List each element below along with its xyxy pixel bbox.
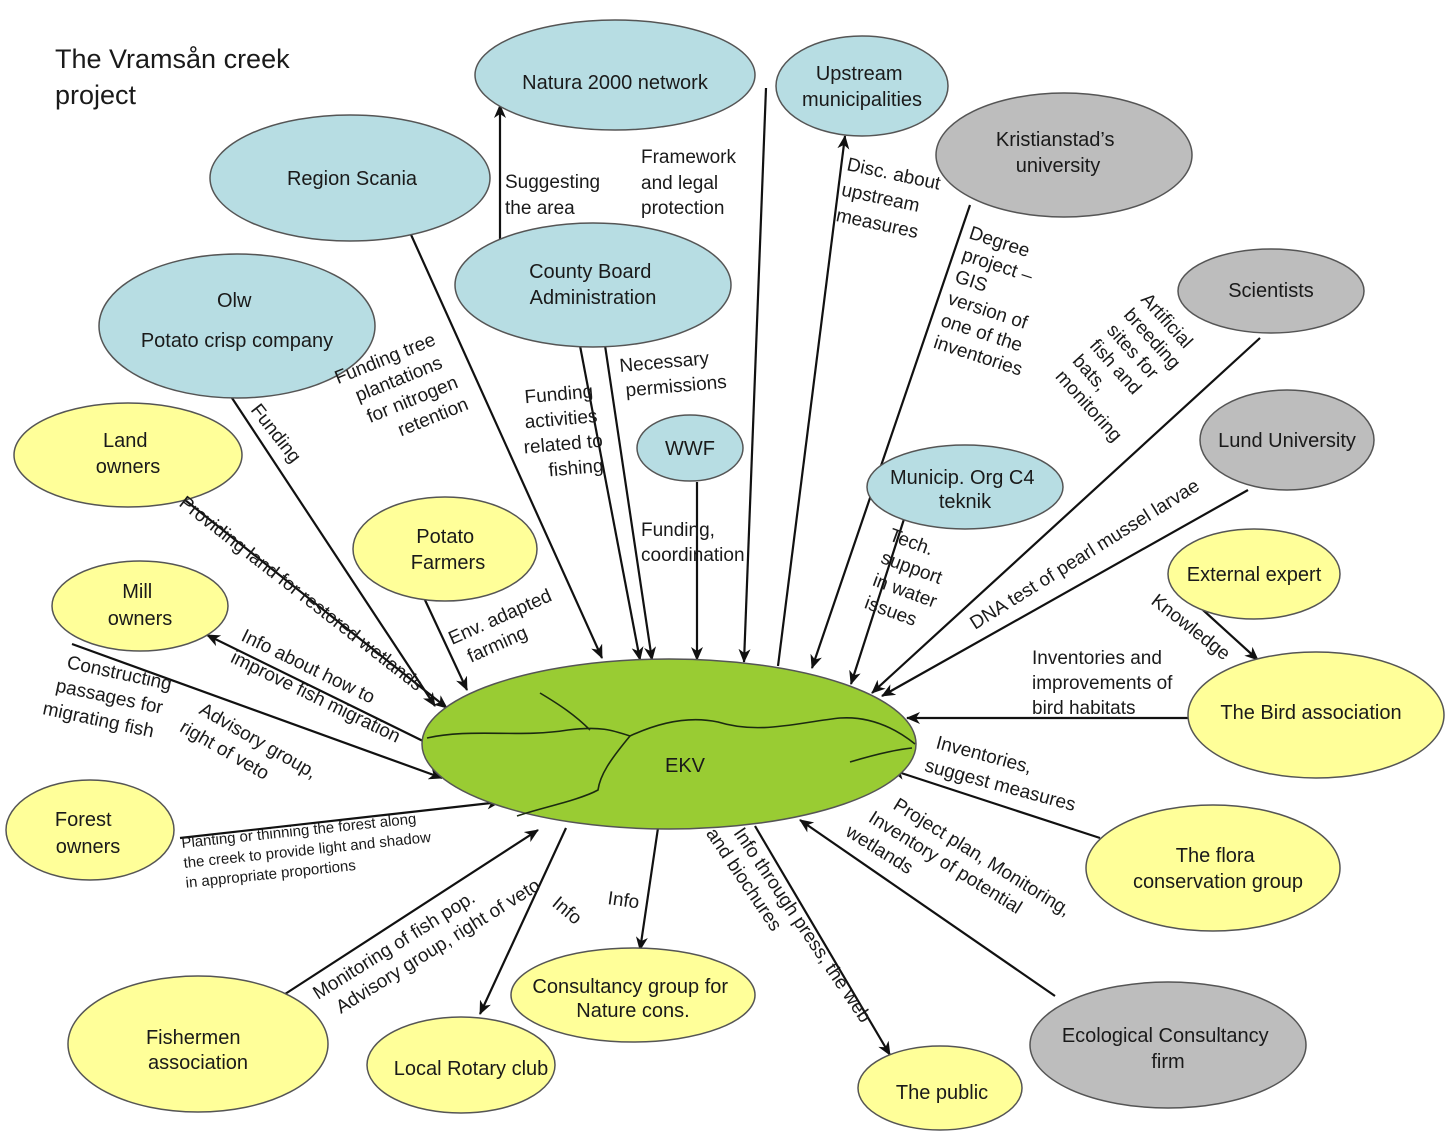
- svg-text:Scientists: Scientists: [1228, 280, 1314, 302]
- ekv-river-lines: [426, 692, 916, 817]
- node-upstream-municipalities[interactable]: Upstream municipalities: [775, 35, 949, 137]
- edge-label-permissions: Necessary permissions: [619, 347, 728, 402]
- node-flora-conservation[interactable]: The flora conservation group: [1085, 804, 1341, 932]
- svg-text:Local Rotary club: Local Rotary club: [394, 1058, 549, 1080]
- edge-forest-ekv: [179, 797, 501, 840]
- svg-text:The public: The public: [896, 1082, 988, 1104]
- edge-label-inventories-bird: Inventories and improvements of bird hab…: [1032, 648, 1178, 719]
- diagram-title: The Vramsån creek project: [55, 44, 297, 110]
- edge-label-planting: Planting or thinning the forest along th…: [181, 809, 438, 892]
- edge-fishermen-ekv: [281, 829, 539, 997]
- edge-kristianstad-ekv: [810, 204, 972, 669]
- node-bird-association[interactable]: The Bird association: [1187, 651, 1445, 779]
- node-region-scania[interactable]: Region Scania: [209, 114, 491, 242]
- svg-text:Kristianstad’s universit: Kristianstad’s university: [996, 129, 1120, 177]
- node-lund-university[interactable]: Lund University: [1199, 389, 1375, 491]
- edge-ekv-consultancy: [635, 827, 660, 951]
- svg-text:Ecological Consultancy f: Ecological Consultancy firm: [1062, 1025, 1274, 1073]
- node-kristianstad-university[interactable]: Kristianstad’s university: [935, 92, 1193, 218]
- svg-text:External expert: External expert: [1187, 564, 1322, 586]
- svg-text:Upstream municipalities: Upstream municipalities: [802, 63, 922, 111]
- svg-text:Mill owners: Mill owners: [108, 581, 172, 630]
- edge-label-info-rotary: Info: [548, 893, 586, 929]
- edge-ekv-rotary: [479, 827, 567, 1015]
- svg-text:Potato Farmers: Potato Farmers: [411, 526, 485, 574]
- edge-scientists-ekv: [871, 337, 1261, 694]
- svg-text:Fishermen association: Fishermen association: [146, 1027, 248, 1074]
- svg-text:Lund University: Lund University: [1218, 430, 1356, 452]
- edge-external-bird: [1202, 609, 1259, 661]
- svg-text:Consultancy group for Na: Consultancy group for Nature cons.: [532, 976, 733, 1022]
- edge-natura-ekv: [738, 87, 768, 663]
- edge-label-advisory: Advisory group, right of veto: [176, 695, 325, 807]
- edge-label-artificial: Artificial breeding sites for fish and b…: [1051, 289, 1211, 446]
- svg-text:Olw Potato crisp company: Olw Potato crisp company: [141, 290, 333, 352]
- node-consultancy-group[interactable]: Consultancy group for Nature cons.: [510, 947, 756, 1043]
- node-local-rotary[interactable]: Local Rotary club: [366, 1016, 556, 1114]
- edge-county-ekv-a: [575, 329, 644, 661]
- edge-olw-ekv: [231, 397, 436, 707]
- edge-county-ekv-b: [601, 331, 657, 661]
- edge-label-tech: Tech. support in water issues: [862, 525, 961, 637]
- edge-label-disc: Disc. about upstream measures: [834, 154, 947, 246]
- edge-ekv-upstream: [776, 135, 850, 667]
- node-external-expert[interactable]: External expert: [1167, 528, 1341, 620]
- svg-text:County Board Administrat: County Board Administration: [529, 261, 657, 309]
- edge-label-constructing: Constructing passages for migrating fish: [41, 649, 179, 745]
- node-ekv[interactable]: EKV: [421, 658, 917, 830]
- node-county-board[interactable]: County Board Administration: [454, 222, 732, 348]
- edge-land-ekv: [179, 495, 448, 709]
- edge-ekv-mill: [206, 634, 426, 743]
- svg-text:Land owners: Land owners: [96, 430, 160, 478]
- edge-ekv-public: [754, 825, 891, 1056]
- svg-text:WWF: WWF: [665, 438, 715, 460]
- svg-text:Municip. Org C4 teknik: Municip. Org C4 teknik: [890, 467, 1040, 513]
- node-municip-org[interactable]: Municip. Org C4 teknik: [866, 444, 1064, 530]
- svg-text:Natura 2000 network: Natura 2000 network: [522, 72, 709, 94]
- edge-label-info-consult: Info: [606, 888, 640, 913]
- node-natura-2000[interactable]: Natura 2000 network: [474, 19, 756, 131]
- node-potato-farmers[interactable]: Potato Farmers: [352, 496, 538, 602]
- node-forest-owners[interactable]: Forest owners: [5, 779, 175, 881]
- edge-municip-ekv: [849, 515, 907, 685]
- svg-text:EKV: EKV: [665, 755, 706, 777]
- edge-label-suggesting: Suggesting the area: [505, 172, 605, 219]
- node-scientists[interactable]: Scientists: [1177, 248, 1365, 334]
- svg-text:Forest owners: Forest owners: [55, 809, 120, 858]
- node-the-public[interactable]: The public: [857, 1045, 1023, 1131]
- edge-label-wwf: Funding, coordination: [641, 520, 745, 566]
- edge-label-monitoring-fish: Monitoring of fish pop. Advisory group, …: [310, 855, 545, 1025]
- edge-mill-ekv: [71, 642, 443, 780]
- edge-potato-ekv: [424, 599, 468, 691]
- edges: [71, 87, 1261, 1056]
- node-wwf[interactable]: WWF: [636, 414, 744, 482]
- svg-text:The Bird association: The Bird association: [1220, 702, 1401, 724]
- edge-ecological-ekv: [799, 819, 1056, 997]
- svg-text:Region Scania: Region Scania: [287, 168, 418, 190]
- node-fishermen-association[interactable]: Fishermen association: [67, 975, 329, 1113]
- svg-text:The flora conservation g: The flora conservation group: [1133, 845, 1303, 893]
- edge-label-framework: Framework and legal protection: [641, 147, 741, 219]
- edge-label-degree: Degree project – GIS version of one of t…: [931, 223, 1060, 381]
- edge-lund-ekv: [881, 489, 1249, 697]
- node-mill-owners[interactable]: Mill owners: [51, 560, 229, 652]
- node-land-owners[interactable]: Land owners: [13, 402, 243, 508]
- edge-label-inventories-flora: Inventories, suggest measures: [922, 731, 1084, 816]
- edge-label-funding-fishing: Funding activities related to fishing: [519, 380, 612, 483]
- edge-region-ekv: [406, 227, 604, 659]
- edge-flora-ekv: [891, 768, 1101, 840]
- node-ecological-consultancy[interactable]: Ecological Consultancy firm: [1029, 981, 1307, 1109]
- node-olw[interactable]: Olw Potato crisp company: [98, 253, 376, 399]
